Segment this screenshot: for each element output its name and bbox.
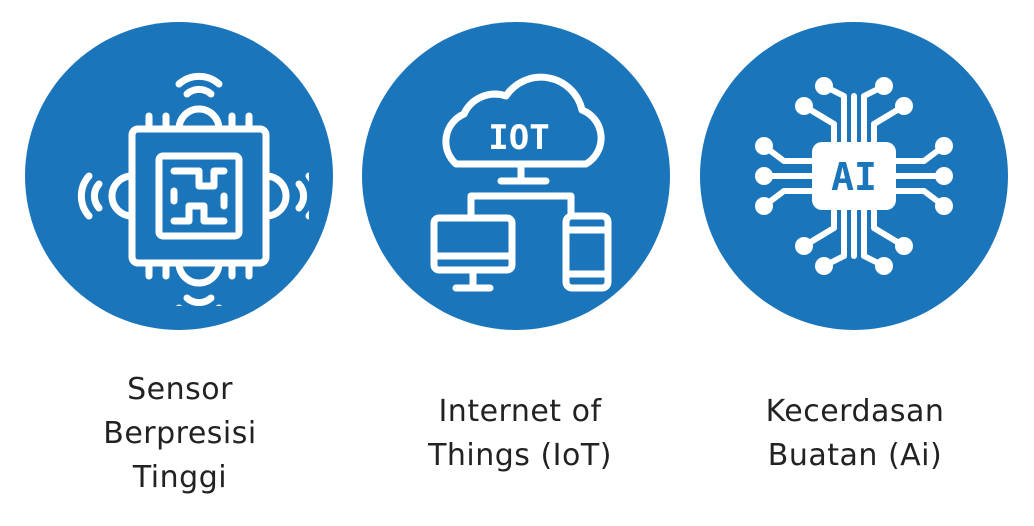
iot-circle: IOT [362, 22, 670, 330]
ai-label: Kecerdasan Buatan (Ai) [740, 390, 970, 478]
sensor-circle [25, 22, 333, 330]
ai-text: AI [831, 155, 877, 199]
sensor-label-line-2: Berpresisi [103, 416, 257, 451]
ai-label-line-1: Kecerdasan [765, 394, 945, 429]
sensor-label: Sensor Berpresisi Tinggi [90, 368, 270, 500]
iot-text: IOT [488, 118, 549, 158]
sensor-label-line-3: Tinggi [132, 460, 228, 495]
ai-label-line-2: Buatan (Ai) [767, 438, 943, 473]
iot-label: Internet of Things (IoT) [405, 390, 635, 478]
ai-chip-icon: AI [755, 77, 953, 275]
iot-label-line-1: Internet of [438, 394, 602, 429]
iot-label-line-2: Things (IoT) [428, 438, 612, 473]
sensor-label-line-1: Sensor [127, 372, 233, 407]
ai-circle: AI [700, 22, 1008, 330]
sensor-chip-icon [77, 72, 309, 306]
iot-cloud-icon: IOT [430, 73, 612, 292]
